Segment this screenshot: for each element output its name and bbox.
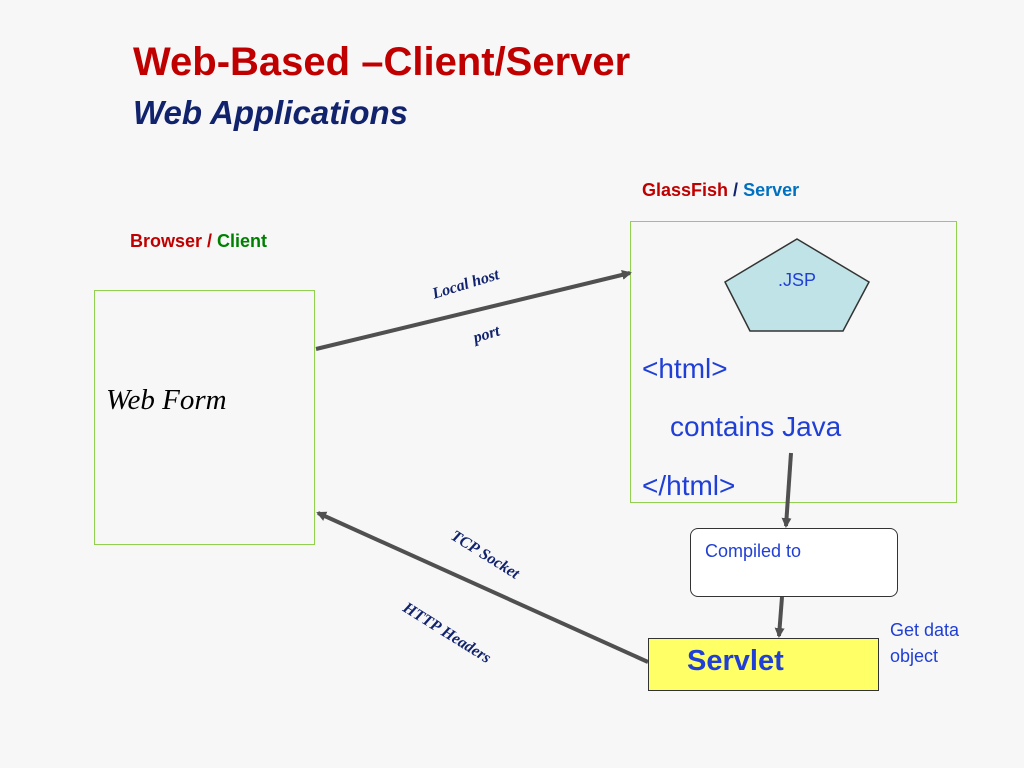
request-arrow [315, 270, 632, 351]
client-label-separator: / [202, 231, 218, 251]
compiled-to-text: Compiled to [705, 541, 802, 561]
compiled-box [690, 528, 898, 597]
jsp-pentagon [724, 238, 870, 332]
slide-subtitle: Web Applications [133, 94, 409, 131]
get-data-object-text: Get data object [890, 620, 960, 666]
client-box [94, 290, 315, 545]
browser-text: Browser [130, 231, 203, 251]
server-label-separator: / [728, 180, 744, 200]
web-form-text: Web Form [106, 384, 227, 416]
servlet-arrow [774, 596, 785, 638]
server-label: GlassFish / Server [642, 180, 799, 201]
jsp-label: .JSP [778, 270, 817, 290]
html-close-tag: </html> [642, 470, 736, 501]
servlet-box [648, 638, 879, 691]
response-arrow [316, 511, 649, 664]
servlet-text: Servlet [687, 645, 784, 677]
compile-arrow [781, 452, 793, 528]
client-text: Client [217, 231, 268, 251]
html-open-tag: <html> [642, 353, 728, 384]
glassfish-text: GlassFish [642, 180, 729, 200]
client-label: Browser / Client [130, 231, 267, 252]
server-text: Server [743, 180, 800, 200]
contains-java-text: contains Java [670, 411, 842, 442]
slide-title: Web-Based –Client/Server [133, 40, 631, 84]
